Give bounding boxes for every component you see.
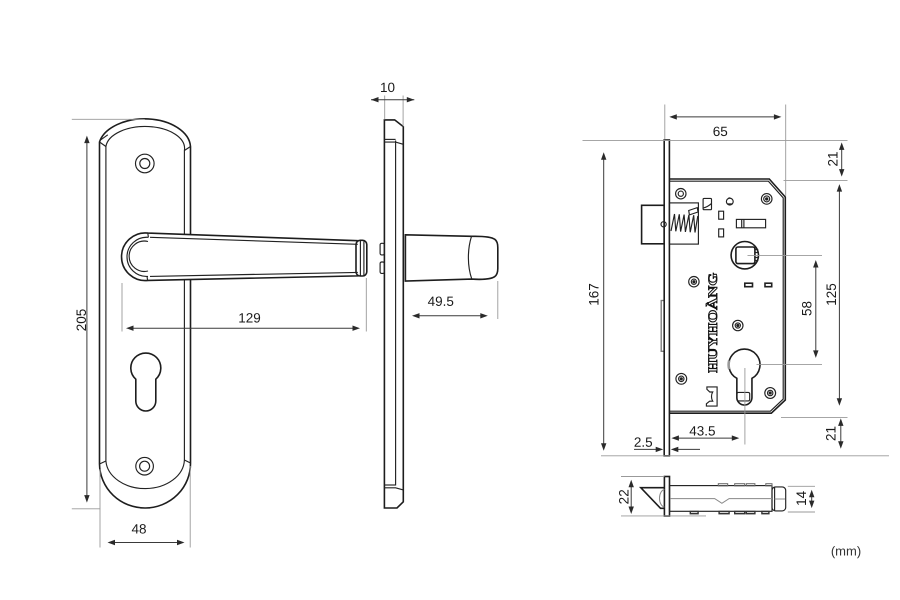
- svg-text:129: 129: [238, 310, 261, 325]
- svg-text:(mm): (mm): [831, 543, 861, 558]
- svg-text:HUYHOÀNG: HUYHOÀNG: [705, 273, 720, 373]
- svg-text:10: 10: [380, 80, 395, 95]
- svg-text:65: 65: [713, 124, 728, 139]
- svg-text:21: 21: [824, 426, 839, 441]
- svg-text:14: 14: [794, 490, 809, 506]
- svg-text:48: 48: [131, 521, 146, 536]
- svg-text:2.5: 2.5: [634, 435, 653, 450]
- svg-text:167: 167: [587, 283, 602, 306]
- svg-text:125: 125: [824, 283, 839, 306]
- svg-text:22: 22: [617, 489, 632, 504]
- svg-text:205: 205: [74, 309, 89, 332]
- svg-text:58: 58: [800, 301, 815, 316]
- svg-text:49.5: 49.5: [428, 294, 454, 309]
- svg-text:43.5: 43.5: [689, 423, 715, 438]
- svg-text:21: 21: [826, 151, 841, 166]
